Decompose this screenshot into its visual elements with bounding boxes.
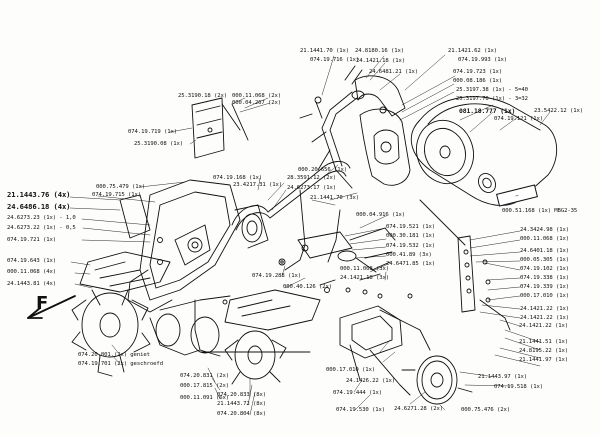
transport-wheel xyxy=(401,355,473,405)
part-label: 21.1421.62 (1x) xyxy=(448,48,498,54)
part-label: 24.6471.85 (1x) xyxy=(386,261,436,267)
part-label: 081.18.777 (1x) xyxy=(459,107,516,115)
part-label: 074.19.993 (1x) xyxy=(458,57,508,63)
part-label: 000.11.068 (4x) xyxy=(7,269,57,275)
part-label: 074.19.716 (1x) xyxy=(310,57,360,63)
part-label: 24.1421.18 (1x) xyxy=(356,58,406,64)
part-label: 24.1421.22 (1x) xyxy=(520,306,570,312)
part-label: 24.3424.98 (1x) xyxy=(520,227,570,233)
part-label: 074.20.833 (8x) xyxy=(217,392,267,398)
part-label: 074.19.288 (1x) xyxy=(252,273,302,279)
part-label: 074.20.801 (2x) geniet xyxy=(78,352,150,358)
part-label: 000.75.476 (2x) xyxy=(461,407,511,413)
part-label: 074.19.121 (1x) xyxy=(494,116,544,122)
part-label: 000.17.815 (2x) xyxy=(180,383,230,389)
part-label: 000.11.068 (3x) xyxy=(340,266,390,272)
leader-lines xyxy=(69,54,551,416)
part-label: 074.19.721 (1x) xyxy=(7,237,57,243)
part-label: 074.19.102 (1x) xyxy=(520,266,570,272)
part-label: 074.19.715 (1x) xyxy=(92,192,142,198)
part-label: 21.1443.72 (8x) xyxy=(217,401,267,407)
part-label: 000.17.010 (1x) xyxy=(520,293,570,299)
hardware-bolts xyxy=(157,113,491,305)
part-label: 074.19.532 (1x) xyxy=(386,243,436,249)
part-label: 24.6273.22 (1x) - 0,5 xyxy=(7,225,76,231)
part-label: 000.51.168 (1x) MBG2-35 xyxy=(502,208,578,214)
part-label: 074.20.831 (2x) xyxy=(180,373,230,379)
part-label: 28.3591.12 (2x) xyxy=(287,175,337,181)
part-label: 25.3197.70 (1x) - 3=32 xyxy=(456,96,528,102)
part-label: 074.19.339 (1x) xyxy=(520,284,570,290)
part-label: 000.05.305 (1x) xyxy=(520,257,570,263)
part-label: 074.20.804 (8x) xyxy=(217,411,267,417)
part-label: 24.8195.22 (1x) xyxy=(519,348,569,354)
part-label: 24.1421.18 (3x) xyxy=(340,275,390,281)
part-label: 24.6273.23 (1x) - 1,0 xyxy=(7,215,76,221)
tine-assembly-left xyxy=(71,251,171,377)
part-label: 23.4217.31 (1x) xyxy=(233,182,283,188)
part-label: 21.1443.97 (1x) xyxy=(478,374,528,380)
part-label: 24.6481.21 (1x) xyxy=(369,69,419,75)
part-label: 000.11.091 (6x) xyxy=(180,395,230,401)
depth-bar xyxy=(419,199,511,331)
v-belt xyxy=(231,161,351,243)
part-label: 000.04.916 (1x) xyxy=(356,212,406,218)
part-label: 074.19.701 (2x) geschroefd xyxy=(78,361,163,367)
part-label: 25.3190.08 (1x) xyxy=(134,141,184,147)
part-label: 21.1441.97 (1x) xyxy=(519,357,569,363)
part-label: 24.6486.18 (4x) xyxy=(7,202,71,211)
part-label: 074.19.643 (1x) xyxy=(7,258,57,264)
part-label: 24.6401.18 (1x) xyxy=(520,248,570,254)
belt-guard-cover xyxy=(410,96,558,206)
part-label: 074.19.521 (1x) xyxy=(386,224,436,230)
part-label: 21.1441.51 (1x) xyxy=(519,339,569,345)
part-label: 074.19.338 (1x) xyxy=(520,275,570,281)
part-label: 24.1421.22 (1x) xyxy=(520,315,570,321)
part-label: 25.3190.18 (2x) xyxy=(178,93,228,99)
gearbox-frame xyxy=(119,179,269,357)
part-label: 24.1421.22 (1x) xyxy=(519,323,569,329)
upper-pulley-bracket xyxy=(311,65,411,189)
part-label: 000.08.186 (1x) xyxy=(453,78,503,84)
part-label: 000.04.267 (2x) xyxy=(232,100,282,106)
part-label: 074.19.530 (1x) xyxy=(336,407,386,413)
part-label: 23.5422.12 (1x) xyxy=(534,108,584,114)
part-label: 21.1441.70 (1x) xyxy=(300,48,350,54)
mounting-plate xyxy=(191,97,249,159)
part-label: 000.40.126 (2x) xyxy=(283,284,333,290)
part-label: 000.30.181 (1x) xyxy=(386,233,436,239)
part-label: 000.41.89 (3x) xyxy=(386,252,432,258)
part-label: 25.3197.38 (1x) - 5=40 xyxy=(456,87,528,93)
wheel-bracket xyxy=(339,305,431,396)
part-label: 000.17.010 (1x) xyxy=(326,367,376,373)
part-label: 074.19.723 (1x) xyxy=(453,69,503,75)
part-label: 000.11.068 (2x) xyxy=(232,93,282,99)
part-label: 074.19.518 (1x) xyxy=(494,384,544,390)
part-label: 000.11.068 (1x) xyxy=(520,236,570,242)
part-label: 24.6273.17 (1x) xyxy=(287,185,337,191)
part-label: 074.19.444 (1x) xyxy=(333,390,383,396)
part-label: 24.1443.81 (4x) xyxy=(7,281,57,287)
part-label: 074.19.719 (1x) xyxy=(128,129,178,135)
part-label: 21.1443.76 (4x) xyxy=(7,190,71,199)
part-label: 074.19.168 (1x) xyxy=(213,175,263,181)
clutch-rod xyxy=(284,189,396,273)
part-label: 24.8180.16 (1x) xyxy=(355,48,405,54)
part-label: 000.75.479 (1x) xyxy=(96,184,146,190)
part-label: 000.20.656 (1x) xyxy=(298,167,348,173)
part-label: 21.1441.70 (3x) xyxy=(310,195,360,201)
direction-marker-label: F xyxy=(36,293,49,314)
part-label: 24.1426.22 (1x) xyxy=(346,378,396,384)
tine-assembly-center xyxy=(199,289,321,385)
part-label: 24.6271.28 (2x) xyxy=(394,406,444,412)
direction-arrow xyxy=(27,295,76,319)
